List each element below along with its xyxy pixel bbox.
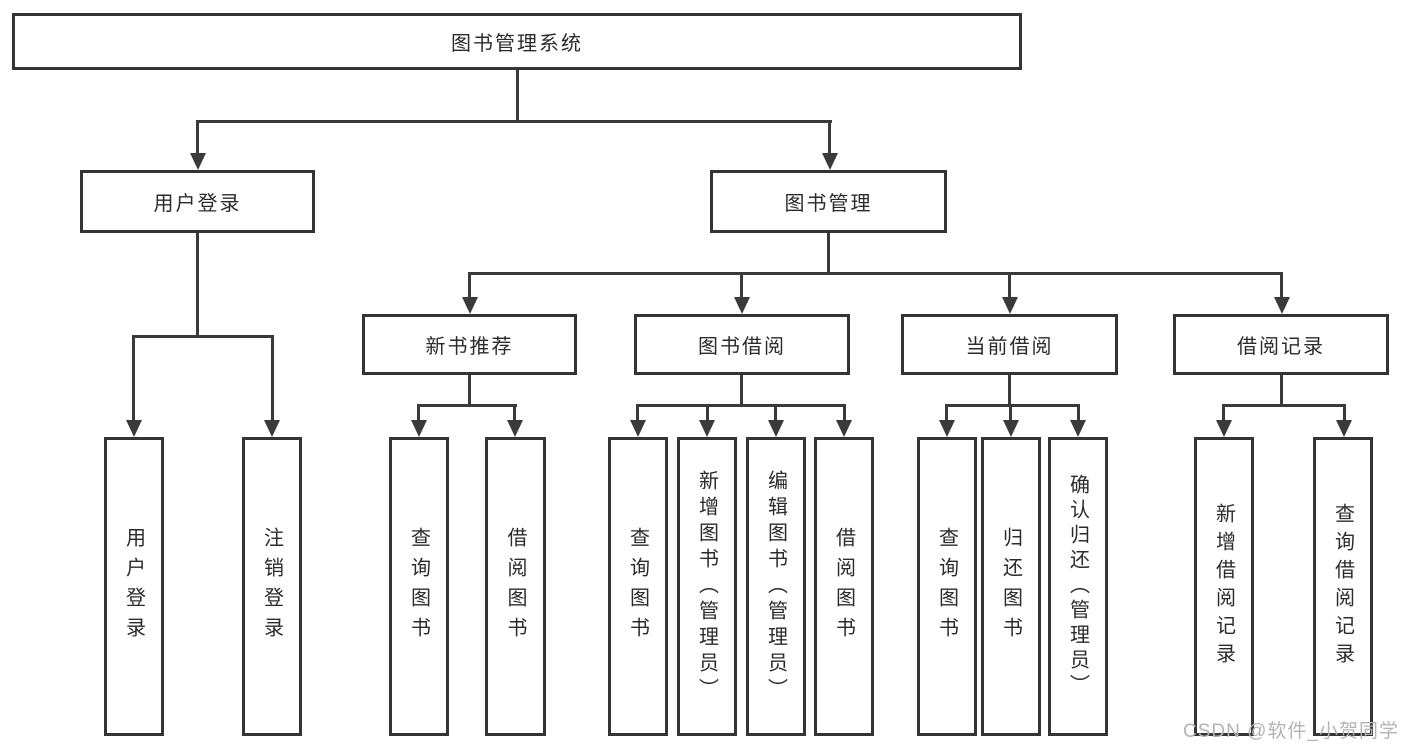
connector [1008,375,1011,407]
connector [516,70,519,120]
connector [774,404,777,421]
arrowhead [836,420,852,437]
node-label: 借阅图书 [832,526,855,647]
arrowhead [190,153,206,170]
connector [740,272,743,298]
leaf-add-books-admin: 新增图书（管理员） [677,437,737,736]
node-library-management-system: 图书管理系统 [12,13,1022,70]
connector [417,404,517,407]
leaf-borrow-books-1: 借阅图书 [485,437,546,736]
connector [740,375,743,407]
arrowhead [939,420,955,437]
arrowhead [630,420,646,437]
node-label: 查询图书 [407,526,430,647]
connector [469,272,1283,275]
arrowhead [1274,297,1290,314]
connector [1077,404,1080,421]
arrowhead [411,420,427,437]
connector [1008,272,1011,298]
arrowhead [1002,297,1018,314]
leaf-return-books: 归还图书 [981,437,1041,736]
connector [1009,404,1012,421]
connector [133,335,274,338]
node-label: 新增借阅记录 [1212,502,1235,671]
arrowhead [126,420,142,437]
arrowhead [699,420,715,437]
leaf-query-books-1: 查询图书 [389,437,449,736]
connector [196,120,199,154]
connector [945,404,1080,407]
leaf-confirm-return-admin: 确认归还（管理员） [1048,437,1108,736]
connector [468,272,471,298]
node-user-login: 用户登录 [80,170,315,233]
node-label: 新书推荐 [425,336,514,358]
node-label: 确认归还（管理员） [1066,474,1089,699]
node-book-borrowing: 图书借阅 [634,314,850,375]
node-label: 编辑图书（管理员） [764,469,787,704]
node-borrowing-records: 借阅记录 [1173,314,1389,375]
leaf-logout: 注销登录 [242,437,302,736]
connector [827,233,830,274]
connector [197,120,832,123]
connector [636,404,639,421]
leaf-query-borrow-record: 查询借阅记录 [1313,437,1373,736]
leaf-user-login: 用户登录 [104,437,164,736]
arrowhead [1216,420,1232,437]
node-label: 注销登录 [260,526,283,647]
connector [1222,404,1346,407]
connector [271,335,274,421]
node-book-management: 图书管理 [710,170,947,233]
node-current-borrowing: 当前借阅 [901,314,1118,375]
arrowhead [1003,420,1019,437]
node-label: 查询借阅记录 [1331,502,1354,671]
arrowhead [462,297,478,314]
node-label: 查询图书 [935,526,958,647]
arrowhead [1336,420,1352,437]
connector [706,404,709,421]
node-label: 借阅图书 [504,526,526,647]
node-label: 当前借阅 [965,336,1054,358]
arrowhead [768,420,784,437]
node-new-book-recommendation: 新书推荐 [362,314,577,375]
connector [945,404,948,421]
node-label: 用户登录 [153,193,242,215]
connector [828,120,831,154]
connector [1343,404,1346,421]
arrowhead [507,420,523,437]
connector [637,404,846,407]
arrowhead [734,297,750,314]
node-label: 图书管理系统 [451,33,583,55]
connector [132,335,135,421]
arrowhead [822,153,838,170]
leaf-query-books-2: 查询图书 [608,437,668,736]
node-label: 用户登录 [122,526,145,647]
connector [1222,404,1225,421]
connector [1280,375,1283,407]
arrowhead [1070,420,1086,437]
arrowhead [264,420,280,437]
node-label: 查询图书 [626,526,649,647]
leaf-edit-books-admin: 编辑图书（管理员） [746,437,806,736]
node-label: 新增图书（管理员） [695,469,718,704]
csdn-watermark: CSDN @软件_小贺同学 [1183,721,1399,742]
connector [1280,272,1283,298]
leaf-add-borrow-record: 新增借阅记录 [1194,437,1254,736]
connector [468,375,471,407]
connector [843,404,846,421]
connector [513,404,516,421]
node-label: 借阅记录 [1237,336,1325,358]
connector [196,233,199,335]
node-label: 图书管理 [784,193,873,215]
leaf-query-books-3: 查询图书 [917,437,977,736]
node-label: 归还图书 [999,526,1022,647]
node-label: 图书借阅 [698,336,786,358]
leaf-borrow-books-2: 借阅图书 [814,437,874,736]
connector [417,404,420,421]
